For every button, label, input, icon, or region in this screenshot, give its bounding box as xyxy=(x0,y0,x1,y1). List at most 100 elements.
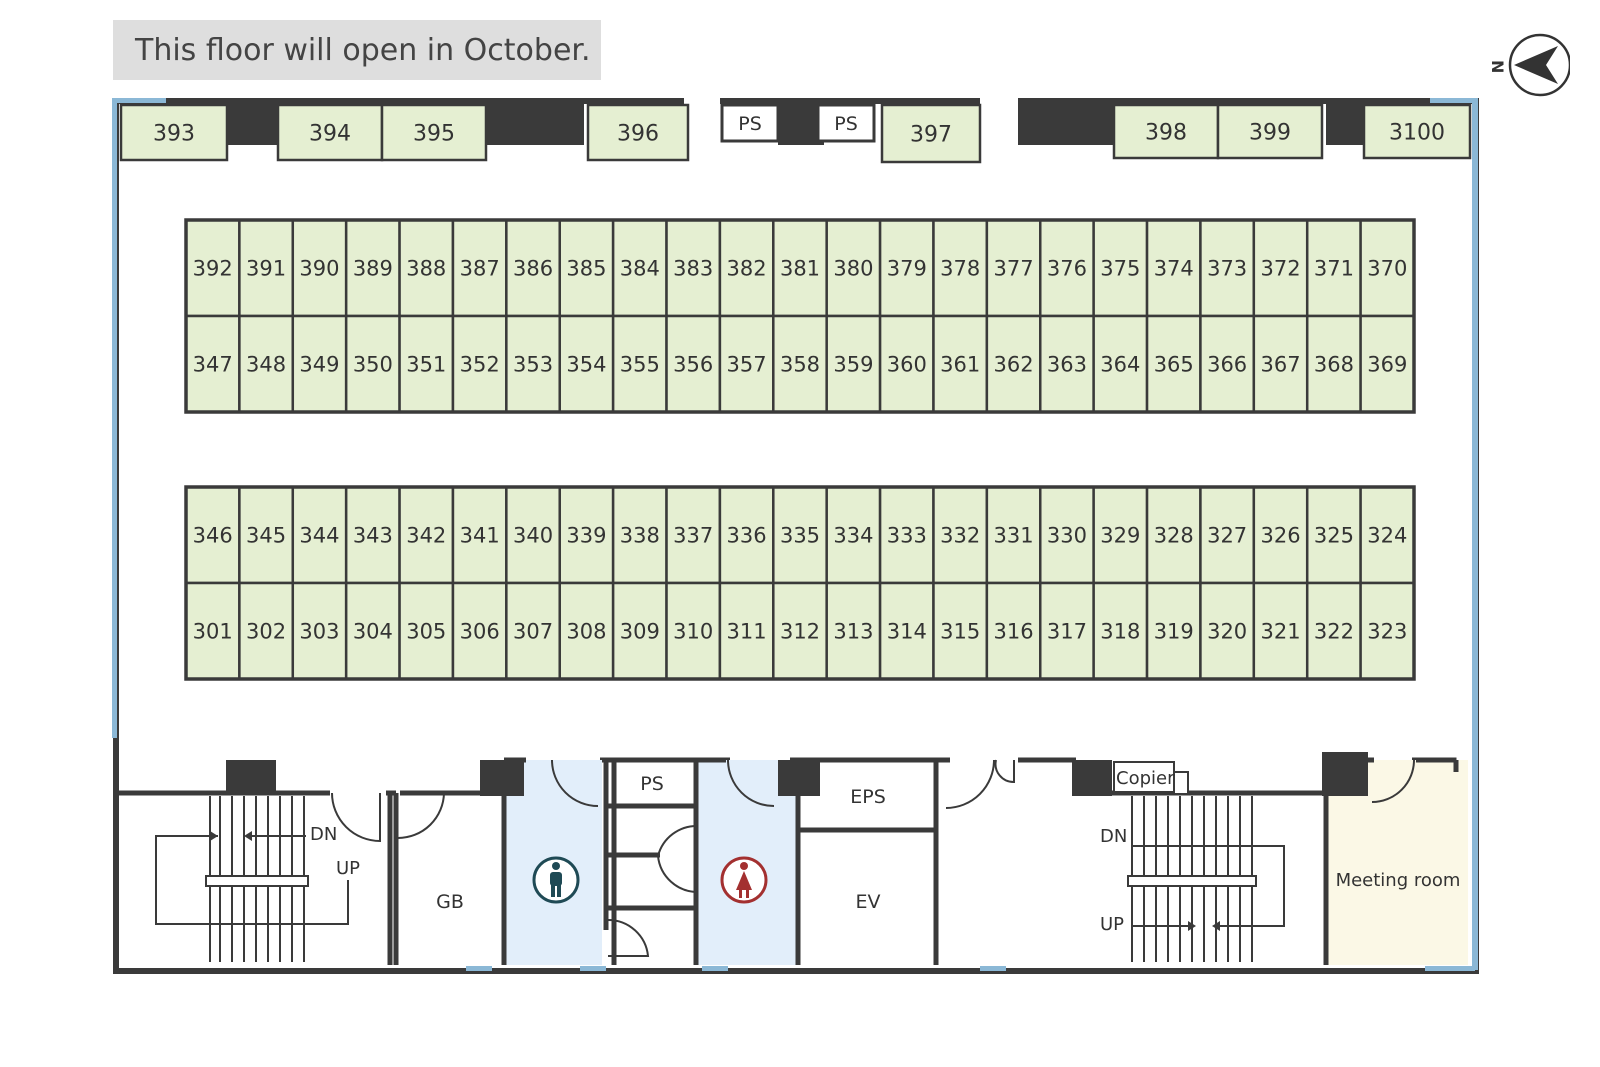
booth-318[interactable]: 318 xyxy=(1092,581,1149,681)
booth-321[interactable]: 321 xyxy=(1252,581,1309,681)
booth-366[interactable]: 366 xyxy=(1199,314,1256,414)
booth-337[interactable]: 337 xyxy=(665,485,722,585)
booth-371[interactable]: 371 xyxy=(1305,218,1362,318)
booth-311[interactable]: 311 xyxy=(718,581,775,681)
booth-351[interactable]: 351 xyxy=(398,314,455,414)
booth-322[interactable]: 322 xyxy=(1305,581,1362,681)
booth-335[interactable]: 335 xyxy=(772,485,828,585)
booth-333[interactable]: 333 xyxy=(878,485,935,585)
booth-358[interactable]: 358 xyxy=(772,314,828,414)
booth-375[interactable]: 375 xyxy=(1092,218,1149,318)
booth-339[interactable]: 339 xyxy=(558,485,615,585)
booth-360[interactable]: 360 xyxy=(878,314,935,414)
booth-344[interactable]: 344 xyxy=(291,485,348,585)
booth-396[interactable]: 396 xyxy=(586,103,690,162)
booth-380[interactable]: 380 xyxy=(825,218,882,318)
booth-307[interactable]: 307 xyxy=(505,581,561,681)
booth-309[interactable]: 309 xyxy=(611,581,668,681)
booth-389[interactable]: 389 xyxy=(344,218,401,318)
booth-369[interactable]: 369 xyxy=(1359,314,1416,414)
booth-319[interactable]: 319 xyxy=(1145,581,1202,681)
booth-313[interactable]: 313 xyxy=(825,581,882,681)
booth-301[interactable]: 301 xyxy=(184,581,241,681)
booth-387[interactable]: 387 xyxy=(451,218,508,318)
booth-354[interactable]: 354 xyxy=(558,314,615,414)
booth-310[interactable]: 310 xyxy=(665,581,722,681)
booth-304[interactable]: 304 xyxy=(344,581,401,681)
booth-374[interactable]: 374 xyxy=(1145,218,1202,318)
booth-350[interactable]: 350 xyxy=(344,314,401,414)
booth-376[interactable]: 376 xyxy=(1039,218,1095,318)
booth-399[interactable]: 399 xyxy=(1216,103,1324,160)
booth-3100[interactable]: 3100 xyxy=(1362,103,1472,160)
booth-342[interactable]: 342 xyxy=(398,485,455,585)
booth-390[interactable]: 390 xyxy=(291,218,348,318)
booth-305[interactable]: 305 xyxy=(398,581,455,681)
booth-398[interactable]: 398 xyxy=(1112,103,1220,160)
booth-385[interactable]: 385 xyxy=(558,218,615,318)
booth-317[interactable]: 317 xyxy=(1039,581,1095,681)
booth-388[interactable]: 388 xyxy=(398,218,455,318)
booth-338[interactable]: 338 xyxy=(611,485,668,585)
booth-303[interactable]: 303 xyxy=(291,581,348,681)
booth-372[interactable]: 372 xyxy=(1252,218,1309,318)
booth-343[interactable]: 343 xyxy=(344,485,401,585)
booth-386[interactable]: 386 xyxy=(505,218,561,318)
booth-316[interactable]: 316 xyxy=(985,581,1042,681)
booth-326[interactable]: 326 xyxy=(1252,485,1309,585)
booth-359[interactable]: 359 xyxy=(825,314,882,414)
booth-379[interactable]: 379 xyxy=(878,218,935,318)
booth-323[interactable]: 323 xyxy=(1359,581,1416,681)
booth-382[interactable]: 382 xyxy=(718,218,775,318)
booth-383[interactable]: 383 xyxy=(665,218,722,318)
booth-368[interactable]: 368 xyxy=(1305,314,1362,414)
booth-332[interactable]: 332 xyxy=(932,485,989,585)
booth-355[interactable]: 355 xyxy=(611,314,668,414)
booth-308[interactable]: 308 xyxy=(558,581,615,681)
booth-397[interactable]: 397 xyxy=(880,103,982,164)
booth-393[interactable]: 393 xyxy=(119,103,229,162)
booth-312[interactable]: 312 xyxy=(772,581,828,681)
booth-340[interactable]: 340 xyxy=(505,485,561,585)
booth-336[interactable]: 336 xyxy=(718,485,775,585)
booth-381[interactable]: 381 xyxy=(772,218,828,318)
booth-377[interactable]: 377 xyxy=(985,218,1042,318)
booth-391[interactable]: 391 xyxy=(238,218,295,318)
booth-346[interactable]: 346 xyxy=(184,485,241,585)
booth-394[interactable]: 394 xyxy=(276,103,384,162)
booth-357[interactable]: 357 xyxy=(718,314,775,414)
booth-345[interactable]: 345 xyxy=(238,485,295,585)
booth-330[interactable]: 330 xyxy=(1039,485,1095,585)
booth-395[interactable]: 395 xyxy=(380,103,488,162)
booth-347[interactable]: 347 xyxy=(184,314,241,414)
booth-370[interactable]: 370 xyxy=(1359,218,1416,318)
booth-367[interactable]: 367 xyxy=(1252,314,1309,414)
booth-314[interactable]: 314 xyxy=(878,581,935,681)
booth-373[interactable]: 373 xyxy=(1199,218,1256,318)
booth-341[interactable]: 341 xyxy=(451,485,508,585)
booth-384[interactable]: 384 xyxy=(611,218,668,318)
booth-315[interactable]: 315 xyxy=(932,581,989,681)
booth-361[interactable]: 361 xyxy=(932,314,989,414)
booth-362[interactable]: 362 xyxy=(985,314,1042,414)
booth-331[interactable]: 331 xyxy=(985,485,1042,585)
booth-349[interactable]: 349 xyxy=(291,314,348,414)
booth-353[interactable]: 353 xyxy=(505,314,561,414)
booth-334[interactable]: 334 xyxy=(825,485,882,585)
booth-364[interactable]: 364 xyxy=(1092,314,1149,414)
booth-392[interactable]: 392 xyxy=(184,218,241,318)
booth-320[interactable]: 320 xyxy=(1199,581,1256,681)
booth-363[interactable]: 363 xyxy=(1039,314,1095,414)
booth-378[interactable]: 378 xyxy=(932,218,989,318)
booth-348[interactable]: 348 xyxy=(238,314,295,414)
booth-365[interactable]: 365 xyxy=(1145,314,1202,414)
booth-325[interactable]: 325 xyxy=(1305,485,1362,585)
booth-327[interactable]: 327 xyxy=(1199,485,1256,585)
booth-356[interactable]: 356 xyxy=(665,314,722,414)
booth-306[interactable]: 306 xyxy=(451,581,508,681)
booth-324[interactable]: 324 xyxy=(1359,485,1416,585)
booth-352[interactable]: 352 xyxy=(451,314,508,414)
booth-302[interactable]: 302 xyxy=(238,581,295,681)
booth-328[interactable]: 328 xyxy=(1145,485,1202,585)
booth-329[interactable]: 329 xyxy=(1092,485,1149,585)
